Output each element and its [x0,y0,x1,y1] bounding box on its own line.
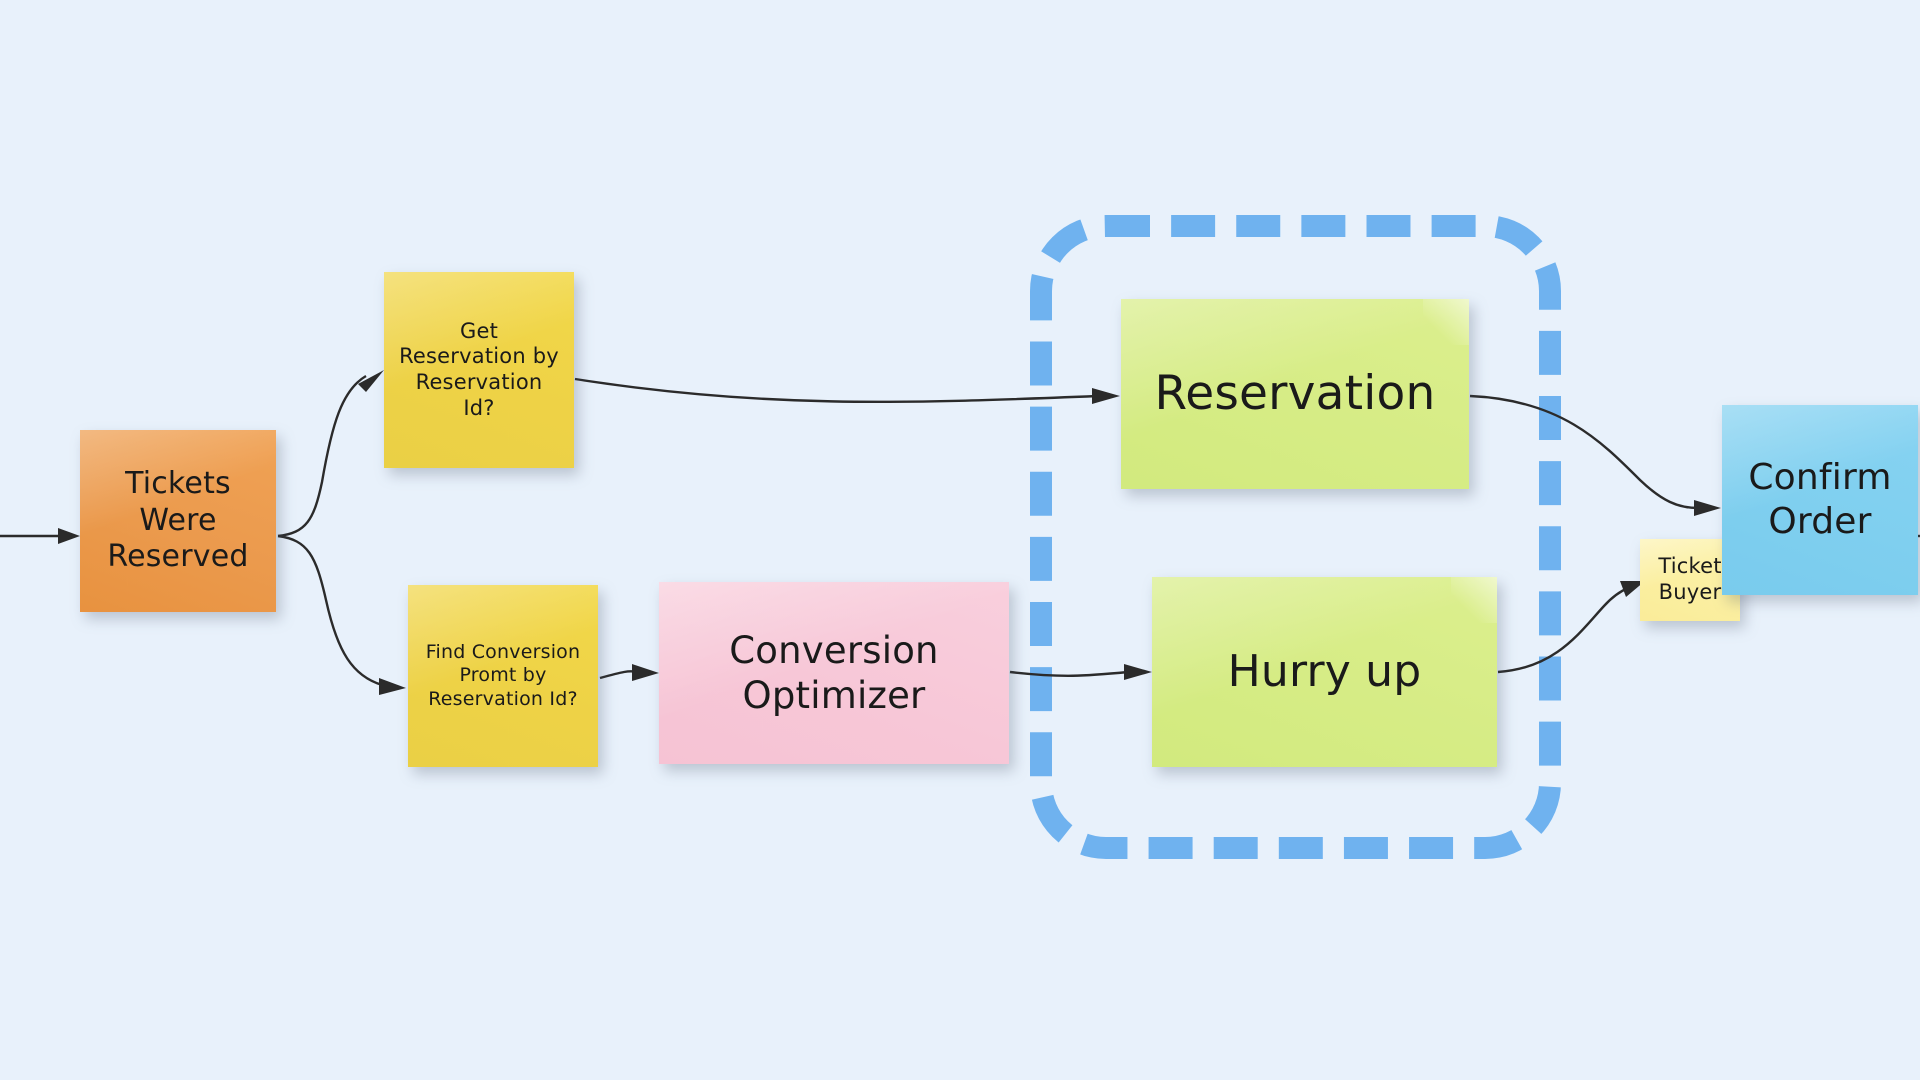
arrow-optimizer-to-hurry-up [1009,664,1152,680]
arrow-get-reservation-to-reservation [574,377,1120,404]
sticky-note-hurry-up[interactable]: Hurry up [1152,577,1497,767]
sticky-note-confirm-order[interactable]: Confirm Order [1722,405,1918,595]
sticky-note-label: Tickets Were Reserved [107,466,249,575]
arrow-hurry-up-to-ticket-buyer [1497,581,1645,674]
sticky-note-label: Ticket Buyer [1658,554,1722,604]
sticky-note-find-conversion-promt[interactable]: Find Conversion Promt by Reservation Id? [408,585,598,767]
sticky-note-conversion-optimizer[interactable]: Conversion Optimizer [659,582,1009,764]
arrow-find-conversion-to-optimizer [599,664,659,681]
sticky-note-ticket-buyer[interactable]: Ticket Buyer [1640,539,1740,621]
sticky-note-reservation[interactable]: Reservation [1121,299,1469,489]
sticky-note-label: Find Conversion Promt by Reservation Id? [425,641,581,710]
sticky-note-tickets-were-reserved[interactable]: Tickets Were Reserved [80,430,276,612]
sticky-note-label: Reservation [1154,366,1436,422]
sticky-note-get-reservation[interactable]: Get Reservation by Reservation Id? [384,272,574,468]
sticky-note-label: Confirm Order [1748,457,1892,542]
sticky-note-label: Hurry up [1227,646,1422,698]
bounded-context-boundary[interactable] [1030,215,1561,859]
arrow-offscreen-to-tickets [0,528,80,544]
sticky-note-label: Get Reservation by Reservation Id? [399,318,559,420]
arrow-tickets-to-get-reservation [277,370,384,538]
arrow-reservation-to-confirm-order [1469,394,1721,516]
arrow-tickets-to-find-conversion [277,534,406,695]
sticky-note-label: Conversion Optimizer [729,628,939,717]
